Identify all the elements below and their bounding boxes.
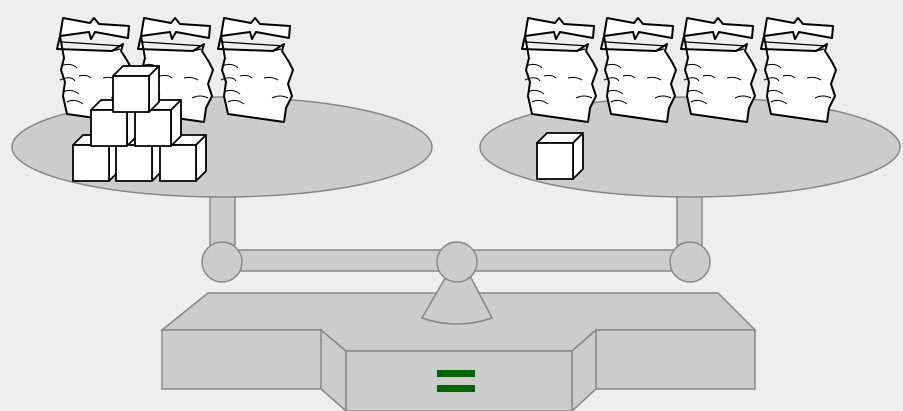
equals-sign — [437, 370, 475, 392]
bag-icon — [217, 17, 294, 123]
cube-icon — [536, 132, 584, 180]
right-post — [676, 192, 703, 246]
cube-icon — [112, 65, 160, 113]
left-post — [209, 192, 236, 246]
bag-icon — [600, 17, 677, 123]
center-joint — [436, 241, 478, 283]
scale-pivot — [420, 267, 494, 325]
right-joint — [669, 241, 711, 283]
left-joint — [201, 241, 243, 283]
bag-icon — [760, 17, 837, 123]
bag-icon — [680, 17, 757, 123]
bag-icon — [521, 17, 598, 123]
